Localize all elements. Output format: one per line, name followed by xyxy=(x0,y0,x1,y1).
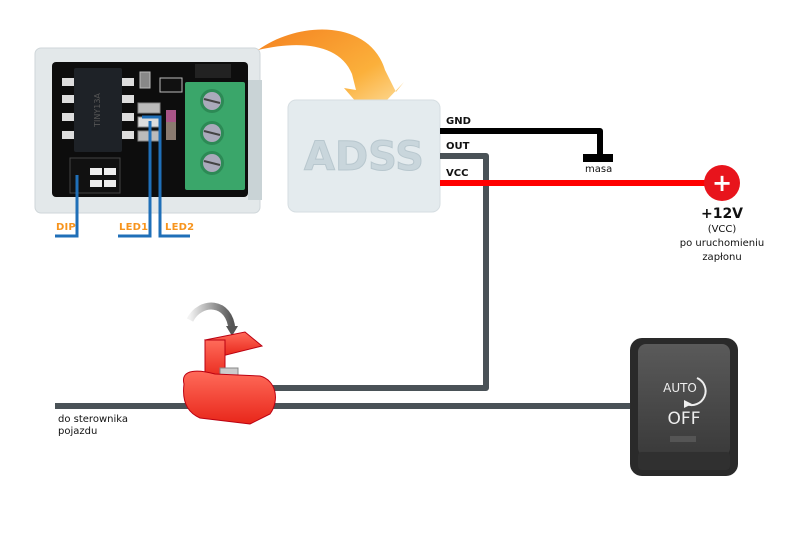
button-grille xyxy=(670,436,696,442)
dip-pin-label: DIP xyxy=(56,222,76,233)
voltage-label: +12V xyxy=(700,206,744,222)
out-wire xyxy=(272,153,489,391)
button-auto-label: AUTO xyxy=(663,381,697,395)
chip-marking: TINY13A xyxy=(93,93,102,128)
ground-symbol xyxy=(583,154,613,162)
gnd-label: GND xyxy=(446,116,471,127)
pin-pointer-lines xyxy=(55,115,190,238)
vehicle-label-line1: do sterownika xyxy=(58,414,128,425)
screw-terminal xyxy=(185,64,245,190)
plus-icon: + xyxy=(712,169,732,197)
led1-pin-label: LED1 xyxy=(119,222,149,233)
rotate-arrow-icon xyxy=(685,377,707,407)
microcontroller-chip: TINY13A xyxy=(62,68,134,152)
module-board: TINY13A xyxy=(34,47,262,238)
wire-tap-connector xyxy=(183,302,276,425)
adss-label: ADSS xyxy=(304,134,424,180)
adss-module-box: ADSS xyxy=(287,99,441,213)
vcc-label: VCC xyxy=(446,168,469,179)
auto-off-button: AUTO OFF xyxy=(630,338,738,476)
vehicle-controller-label: do sterownika pojazdu xyxy=(58,414,128,438)
ignition-note-line1: po uruchomieniu xyxy=(679,238,765,249)
vehicle-label-line2: pojazdu xyxy=(58,426,98,437)
led2-pin-label: LED2 xyxy=(165,222,195,233)
ground-label: masa xyxy=(585,164,613,175)
ignition-note-line2: zapłonu xyxy=(702,252,742,263)
gnd-wire xyxy=(440,128,603,156)
out-label: OUT xyxy=(446,141,470,152)
curved-arrow-icon xyxy=(258,29,404,119)
button-off-label: OFF xyxy=(668,409,701,429)
power-terminal: + xyxy=(704,165,740,201)
vcc-sublabel: (VCC) xyxy=(707,224,737,235)
